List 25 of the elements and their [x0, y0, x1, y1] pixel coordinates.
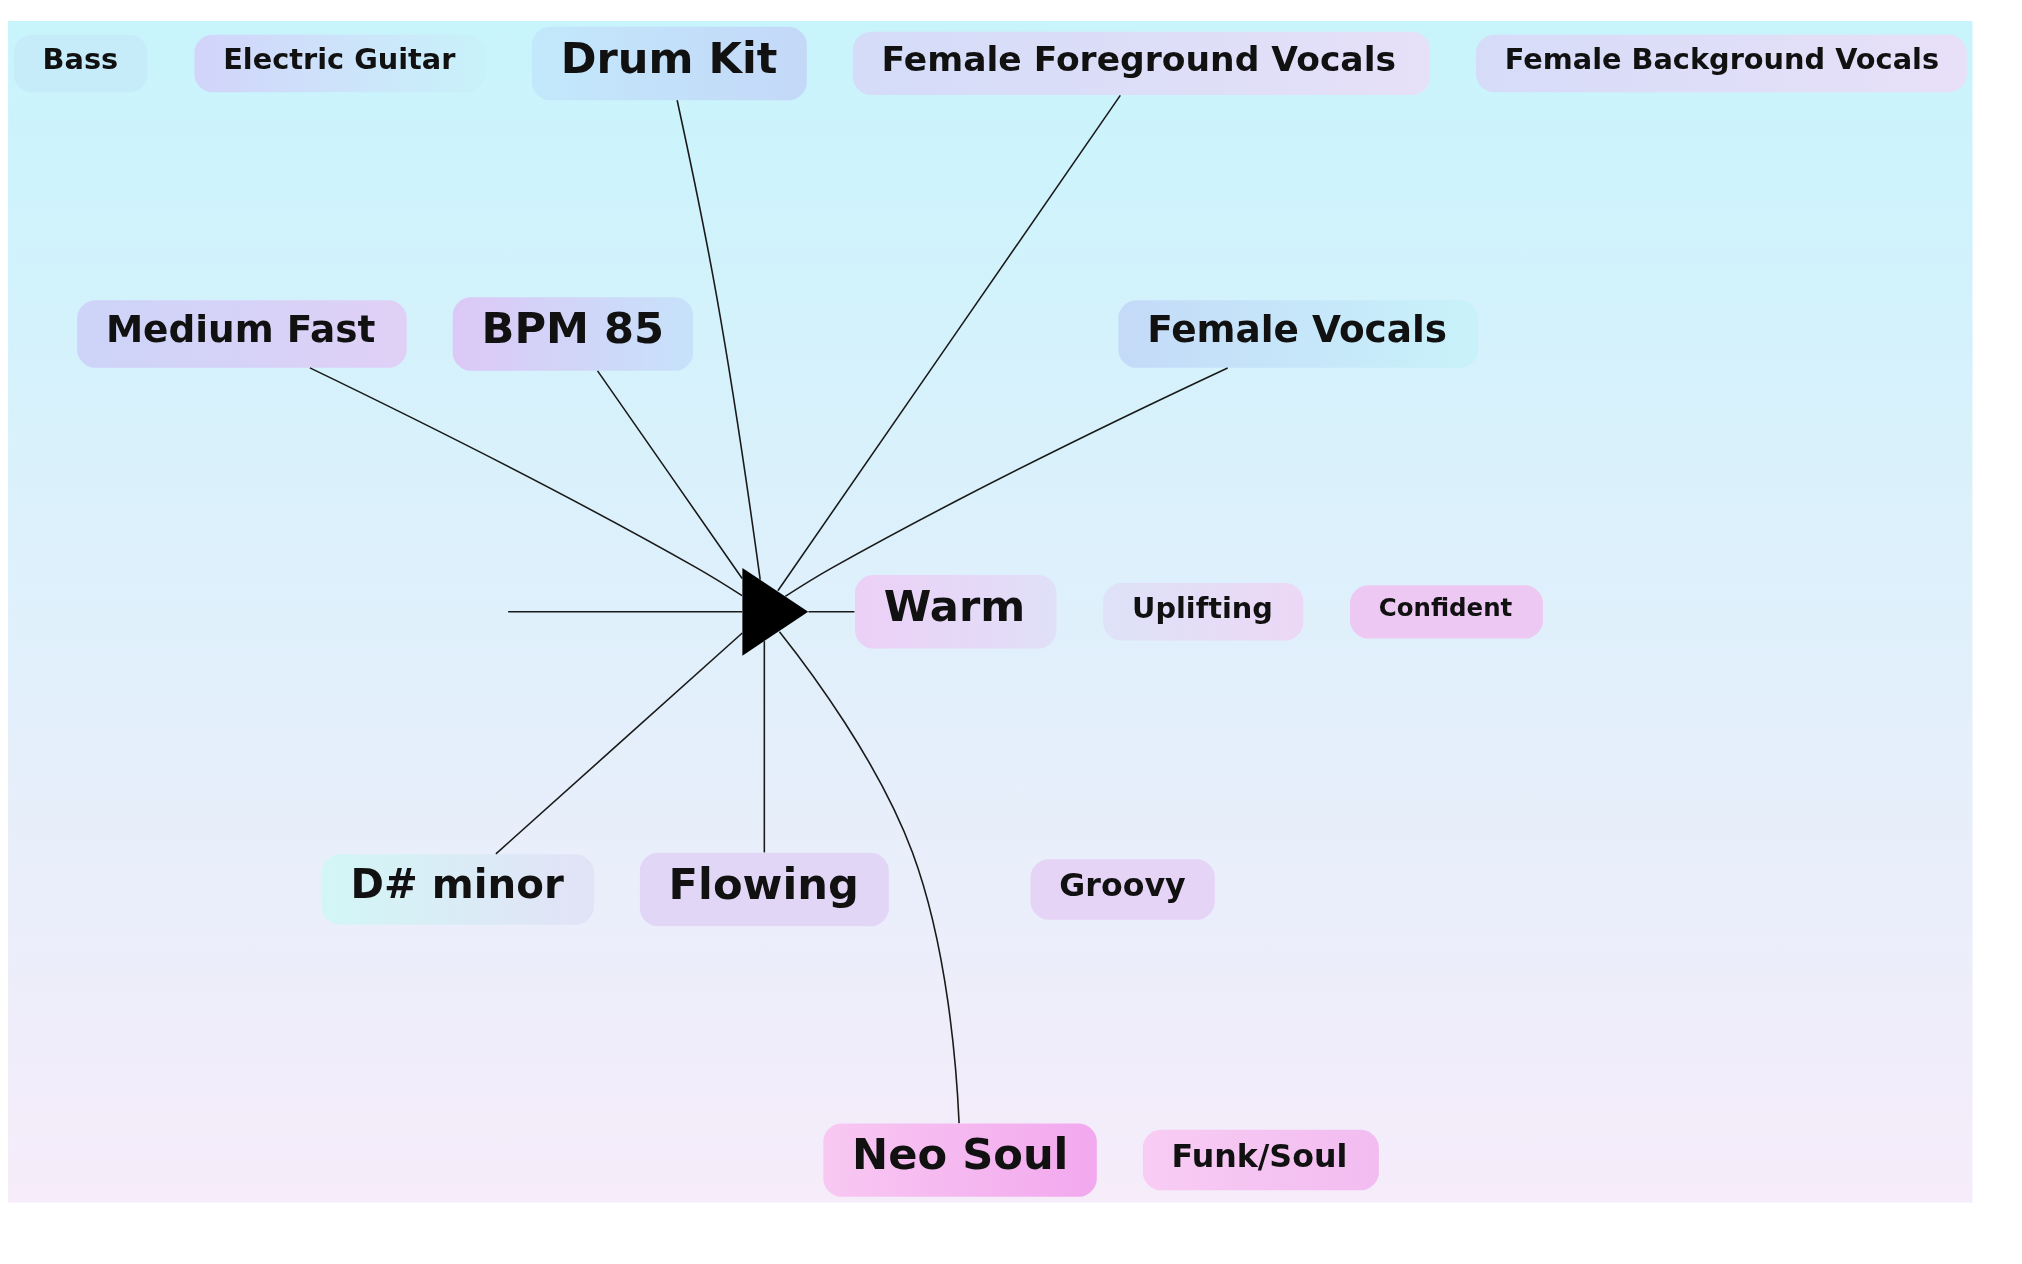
- connector: [784, 366, 1229, 597]
- connector: [495, 631, 744, 855]
- node-box: Warm: [855, 574, 1057, 648]
- node-box: Flowing: [639, 852, 889, 926]
- connector: [676, 98, 761, 580]
- connector: [778, 630, 960, 1124]
- connector: [807, 610, 856, 613]
- node-box: Funk/Soul: [1142, 1129, 1379, 1190]
- node-box: Uplifting: [1103, 582, 1304, 641]
- node-box: Drum Kit: [531, 26, 807, 100]
- connector: [309, 366, 743, 596]
- connector: [507, 610, 744, 613]
- node-box: Female Background Vocals: [1476, 34, 1967, 92]
- connector: [777, 94, 1122, 592]
- node-box: Female Foreground Vocals: [852, 31, 1430, 95]
- node-box: Medium Fast: [77, 299, 407, 368]
- node-box: Female Vocals: [1118, 299, 1479, 368]
- connector: [596, 369, 743, 579]
- node-box: BPM 85: [452, 296, 694, 371]
- node-box: Groovy: [1030, 858, 1215, 920]
- node-box: Neo Soul: [823, 1122, 1097, 1197]
- node-box: D# minor: [321, 853, 594, 925]
- connector: [763, 639, 766, 853]
- node-triangle: [742, 567, 809, 656]
- node-box: Confident: [1350, 584, 1543, 638]
